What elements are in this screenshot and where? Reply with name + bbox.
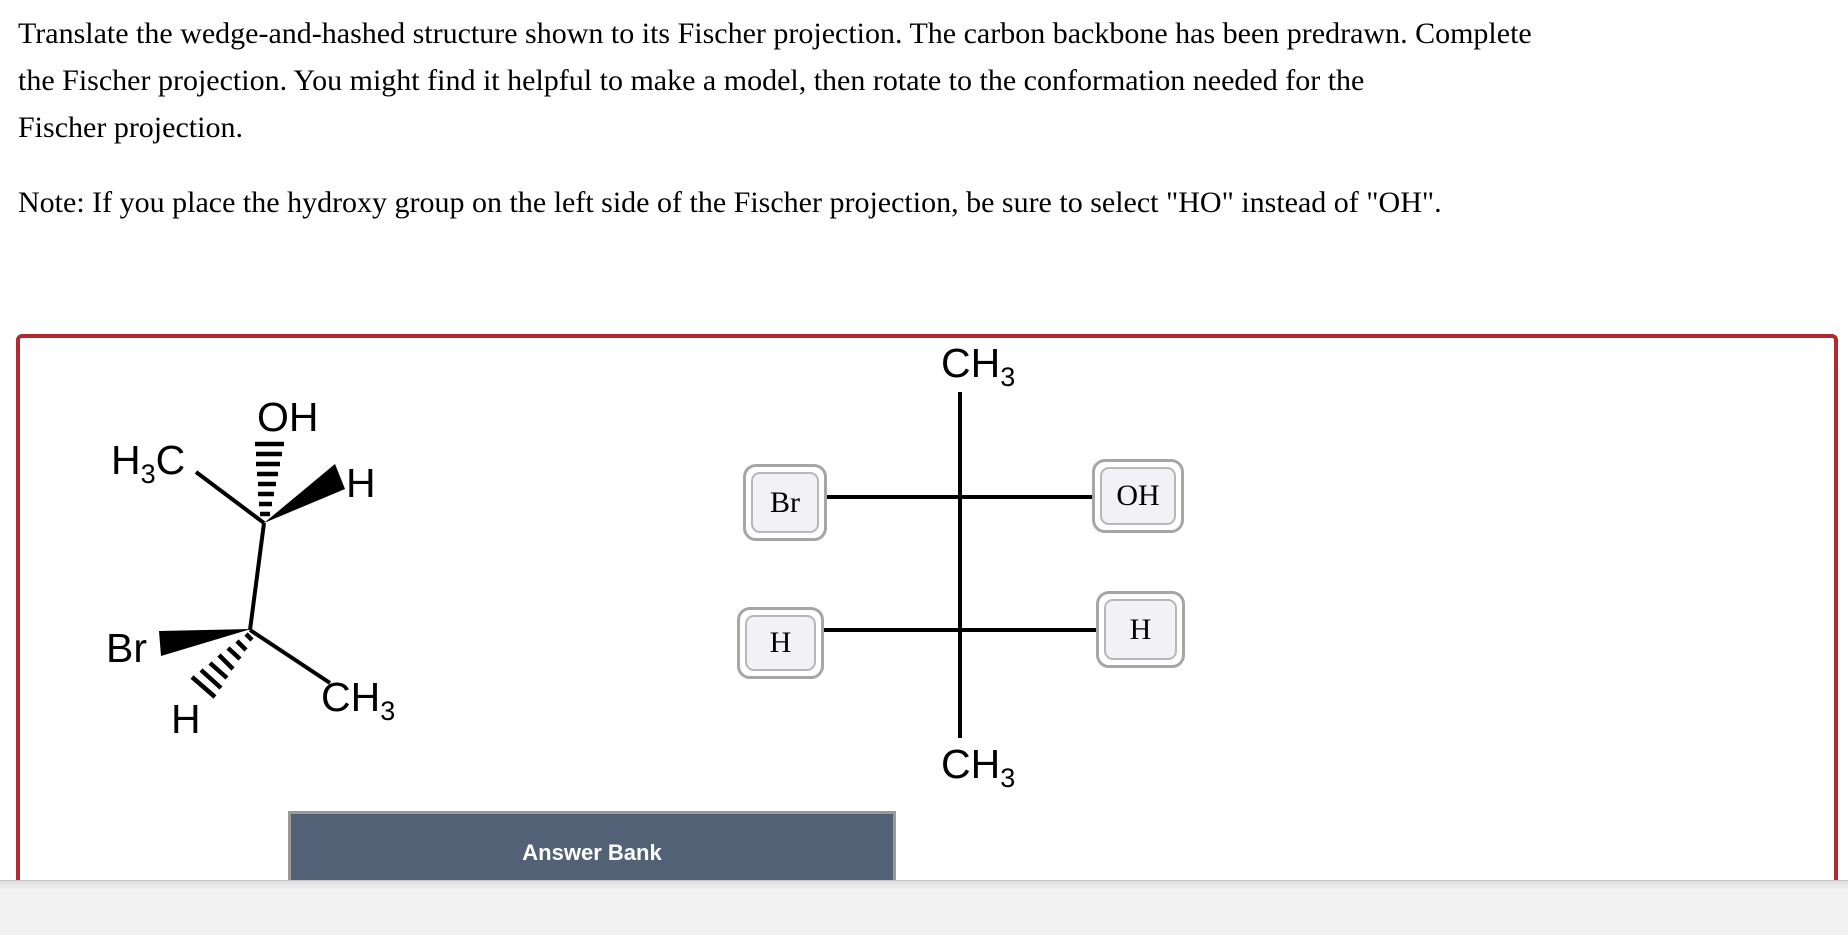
answer-board bbox=[16, 334, 1838, 880]
problem-text-line3: Fischer projection. bbox=[18, 111, 243, 144]
bond-c2-methyl bbox=[194, 470, 266, 525]
methyl-top-label: H3C bbox=[111, 437, 185, 489]
problem-statement: Translate the wedge-and-hashed structure… bbox=[18, 10, 1818, 226]
answer-chip-h-right[interactable]: H bbox=[1096, 591, 1185, 668]
wedge-bond-br bbox=[159, 629, 251, 656]
problem-text-line2: the Fischer projection. You might find i… bbox=[18, 64, 1365, 97]
bond-c3-methyl bbox=[248, 628, 332, 685]
problem-text: Translate the wedge-and-hashed structure… bbox=[18, 10, 1818, 151]
methyl-bottom-label: CH3 bbox=[321, 674, 395, 726]
answer-bank-title: Answer Bank bbox=[522, 840, 662, 865]
bond-c2-c3 bbox=[248, 522, 266, 631]
h-lower-label: H bbox=[171, 696, 201, 742]
answer-chip-oh-label: OH bbox=[1100, 467, 1176, 525]
problem-note: Note: If you place the hydroxy group on … bbox=[18, 179, 1818, 226]
fischer-horizontal-bond-bottom bbox=[824, 628, 1096, 632]
hash-bond-oh bbox=[255, 441, 284, 517]
content-area: Translate the wedge-and-hashed structure… bbox=[16, 10, 1838, 880]
answer-bank[interactable]: Answer Bank bbox=[288, 811, 896, 880]
answer-chip-oh[interactable]: OH bbox=[1092, 459, 1184, 533]
wedge-bond-h-upper bbox=[264, 464, 345, 523]
problem-text-line1: Translate the wedge-and-hashed structure… bbox=[18, 17, 1532, 50]
answer-chip-br[interactable]: Br bbox=[743, 464, 827, 541]
answer-chip-br-label: Br bbox=[751, 472, 819, 533]
problem-note-text: Note: If you place the hydroxy group on … bbox=[18, 186, 1442, 219]
fischer-top-terminal-label: CH3 bbox=[941, 340, 1016, 392]
wedge-dash-structure: H3C OH H Br H CH3 bbox=[106, 394, 395, 742]
answer-chip-h-right-label: H bbox=[1104, 599, 1177, 660]
h-upper-label: H bbox=[346, 460, 376, 506]
bromo-label: Br bbox=[106, 625, 147, 671]
answer-chip-h-left-label: H bbox=[745, 615, 816, 671]
hash-bond-h-lower bbox=[190, 632, 254, 699]
fischer-horizontal-bond-top bbox=[827, 495, 1093, 499]
answer-chip-h-left[interactable]: H bbox=[737, 607, 824, 679]
page-background-below-fold bbox=[0, 880, 1848, 935]
hydroxyl-label: OH bbox=[257, 394, 319, 440]
fischer-bottom-terminal-label: CH3 bbox=[941, 741, 1016, 793]
fischer-vertical-bond bbox=[958, 392, 962, 738]
